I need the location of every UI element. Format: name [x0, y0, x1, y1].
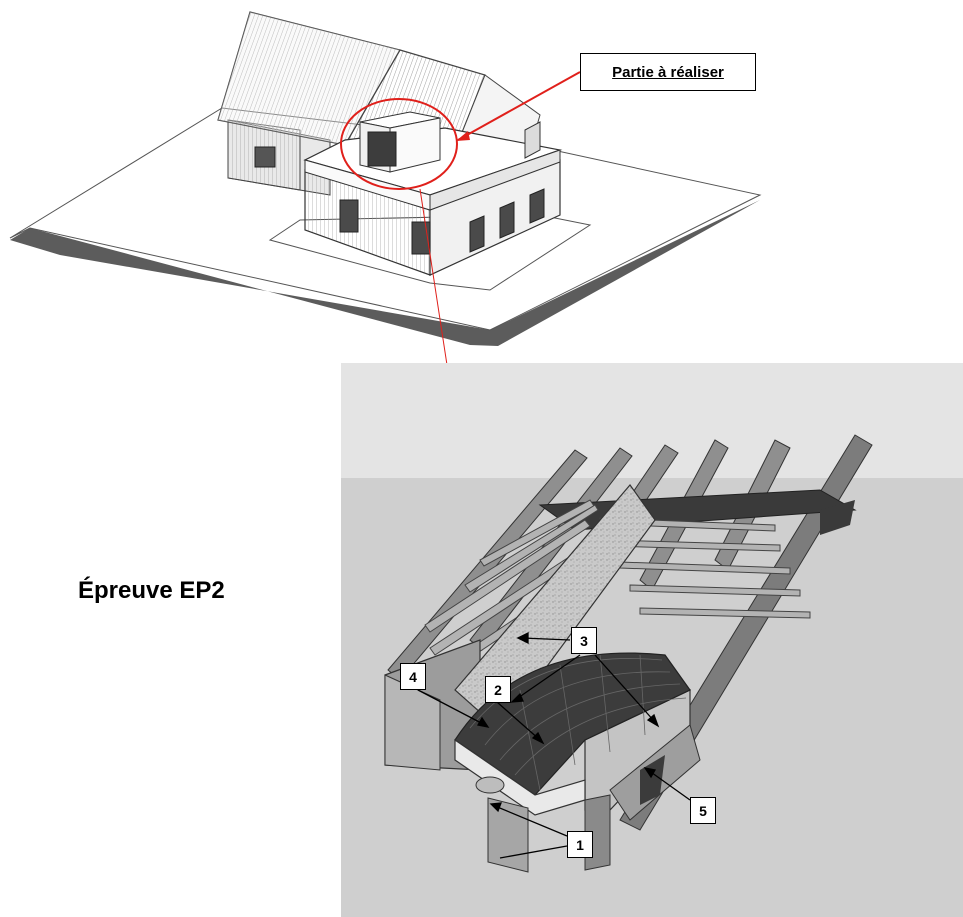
house-overview — [9, 11, 762, 346]
marker-3: 3 — [571, 627, 597, 654]
callout-label: Partie à réaliser — [612, 63, 724, 81]
marker-2: 2 — [485, 676, 511, 703]
marker-leaders — [417, 631, 691, 859]
callout-box: Partie à réaliser — [580, 53, 756, 91]
exam-title: Épreuve EP2 — [78, 577, 225, 604]
marker-1: 1 — [567, 831, 593, 858]
marker-5: 5 — [690, 797, 716, 824]
marker-4: 4 — [400, 663, 426, 690]
detail-render — [341, 363, 963, 917]
